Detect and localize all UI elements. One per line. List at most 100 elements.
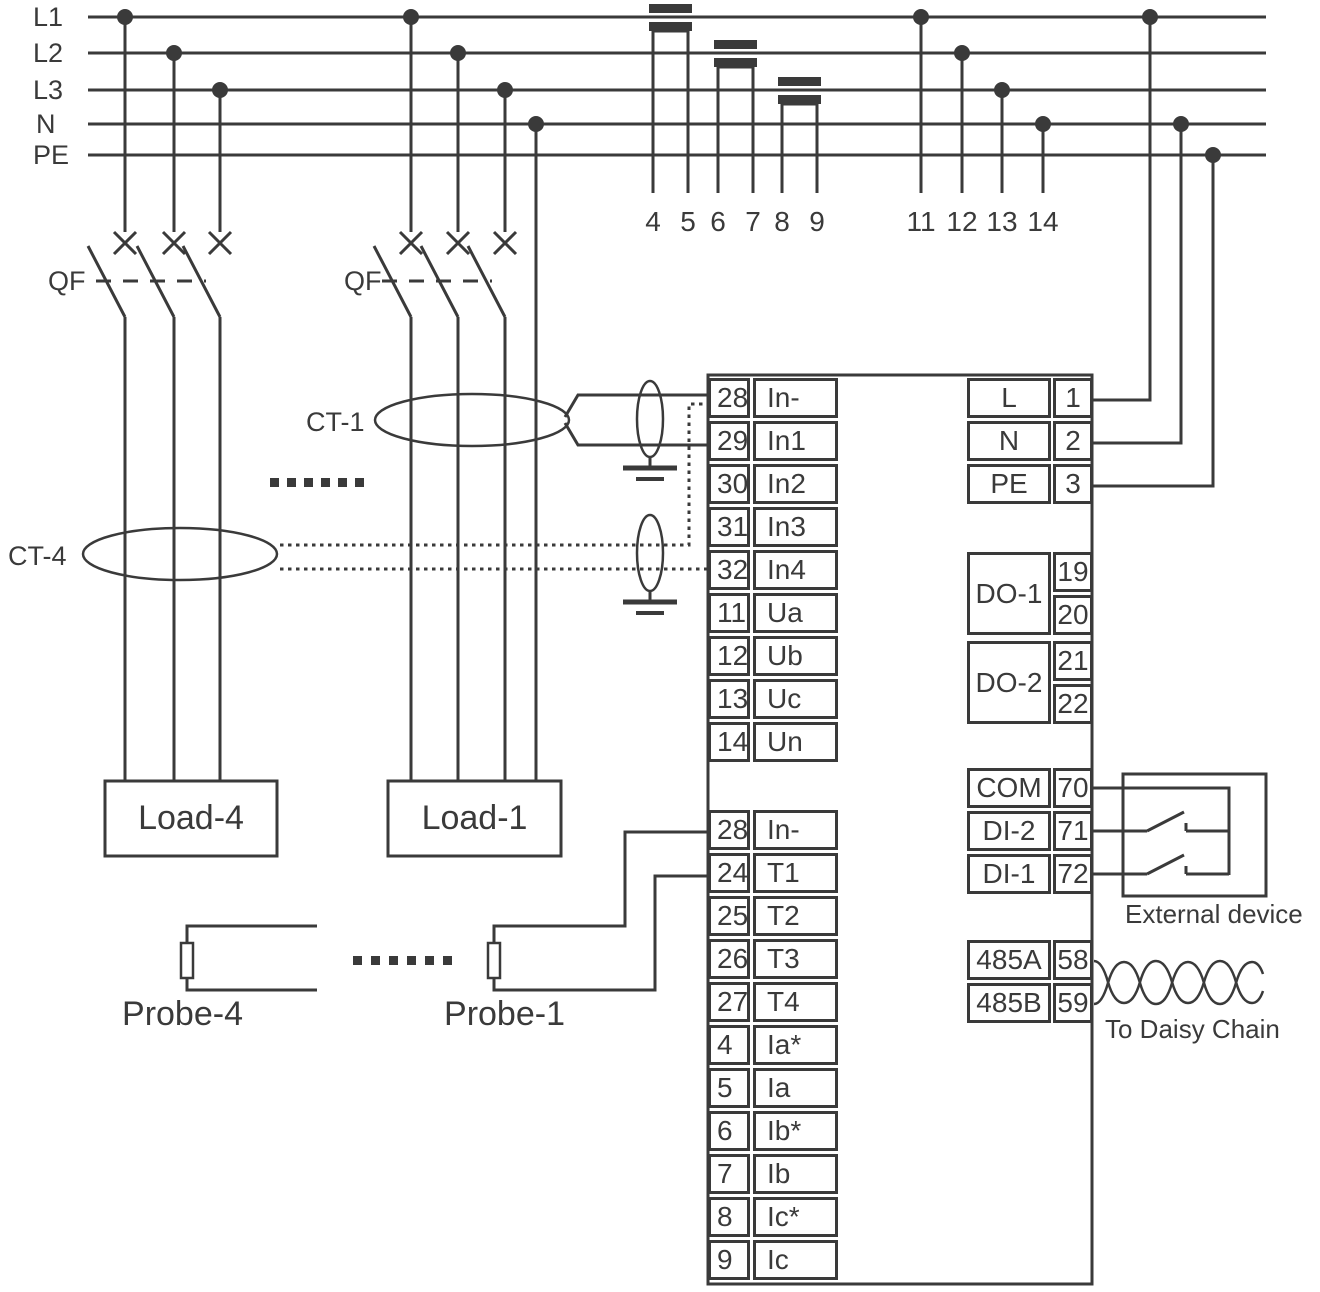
terminal-label: DI-1 — [967, 854, 1051, 894]
twisted-pair-icon — [1093, 959, 1265, 1006]
terminal-number: 20 — [1053, 595, 1093, 635]
load4-label: Load-4 — [138, 799, 244, 837]
top-terminal-number: 8 — [774, 206, 790, 237]
terminal-number: 2 — [1053, 421, 1093, 461]
terminal-label: COM — [967, 768, 1051, 808]
breaker-right-label: QF — [344, 266, 382, 296]
terminal-number: 32 — [708, 550, 750, 590]
branch-ellipsis — [270, 478, 364, 487]
terminal-label: Ic* — [753, 1197, 838, 1237]
top-terminal-number: 9 — [809, 206, 825, 237]
terminal-number: 29 — [708, 421, 750, 461]
terminal-row: 9 Ic — [708, 1240, 838, 1280]
load1-box — [386, 779, 563, 858]
terminal-row: 26 T3 — [708, 939, 838, 979]
bus-lines — [88, 15, 1266, 157]
terminal-label: Un — [753, 722, 838, 762]
bus-label-l3: L3 — [33, 75, 64, 105]
terminal-group-current: 28 In- 24 T1 25 T2 26 T3 27 T4 — [708, 810, 838, 1283]
terminal-number: 5 — [708, 1068, 750, 1108]
terminal-row: 32 In4 — [708, 550, 838, 590]
terminal-row: 13 Uc — [708, 679, 838, 719]
di-wiring — [1093, 772, 1268, 898]
terminal-number: 7 — [708, 1154, 750, 1194]
terminal-number: 31 — [708, 507, 750, 547]
terminal-row: 5 Ia — [708, 1068, 838, 1108]
terminal-label: 485A — [967, 940, 1051, 980]
terminal-row: 30 In2 — [708, 464, 838, 504]
terminal-row: DO-2 21 22 — [967, 641, 1093, 727]
load1-label: Load-1 — [421, 799, 528, 837]
terminal-row: 29 In1 — [708, 421, 838, 461]
terminal-group-power: L 1 N 2 PE 3 — [967, 378, 1093, 507]
terminal-label: T4 — [753, 982, 838, 1022]
breaker-right-icon — [372, 230, 518, 318]
top-terminal-number: 5 — [680, 206, 696, 237]
breaker-left-icon — [86, 230, 233, 318]
terminal-row: DI-1 72 — [967, 854, 1093, 894]
top-terminal-number: 6 — [710, 206, 726, 237]
top-terminal-number: 13 — [986, 206, 1018, 237]
terminal-row: 6 Ib* — [708, 1111, 838, 1151]
probe4-icon — [179, 924, 317, 992]
terminal-label: DO-1 — [967, 552, 1051, 635]
terminal-number: 25 — [708, 896, 750, 936]
bus-label-l1: L1 — [33, 2, 64, 32]
terminal-label: Ib — [753, 1154, 838, 1194]
terminal-number: 11 — [708, 593, 750, 633]
terminal-number: 26 — [708, 939, 750, 979]
terminal-row: DI-2 71 — [967, 811, 1093, 851]
terminal-number: 70 — [1053, 768, 1093, 808]
probe1-icon — [486, 830, 708, 992]
terminal-number: 71 — [1053, 811, 1093, 851]
terminal-row: 4 Ia* — [708, 1025, 838, 1065]
terminal-number: 4 — [708, 1025, 750, 1065]
terminal-label: In4 — [753, 550, 838, 590]
terminal-number: 72 — [1053, 854, 1093, 894]
ct1-label: CT-1 — [306, 407, 365, 437]
terminal-row: PE 3 — [967, 464, 1093, 504]
terminal-number: 58 — [1053, 940, 1093, 980]
terminal-number: 22 — [1053, 684, 1093, 724]
top-terminal-number: 14 — [1027, 206, 1059, 237]
terminal-row: COM 70 — [967, 768, 1093, 808]
terminal-row: L 1 — [967, 378, 1093, 418]
branch-left-drops — [123, 17, 222, 781]
shield-ellipse-icon — [635, 379, 665, 593]
load4-box — [103, 779, 279, 858]
ct1-ellipse — [373, 392, 571, 448]
bus-ct-clamps-icon — [649, 4, 821, 193]
ct4-label: CT-4 — [8, 541, 67, 571]
external-device-box — [1121, 772, 1268, 898]
junction-dots — [117, 9, 1221, 163]
breaker-left-label: QF — [48, 266, 86, 296]
branch-right-drops — [409, 17, 538, 781]
terminal-number: 59 — [1053, 983, 1093, 1023]
terminal-label: In- — [753, 810, 838, 850]
terminal-number: 1 — [1053, 378, 1093, 418]
terminal-row: 27 T4 — [708, 982, 838, 1022]
terminal-label: Ib* — [753, 1111, 838, 1151]
terminal-label: Ic — [753, 1240, 838, 1280]
terminal-row: 24 T1 — [708, 853, 838, 893]
terminal-label: L — [967, 378, 1051, 418]
terminal-label: Ub — [753, 636, 838, 676]
daisy-chain-label: To Daisy Chain — [1105, 1014, 1280, 1044]
terminal-number: 28 — [708, 810, 750, 850]
terminal-row: 8 Ic* — [708, 1197, 838, 1237]
ct4-ellipse — [81, 526, 279, 582]
terminal-row: 25 T2 — [708, 896, 838, 936]
terminal-label: 485B — [967, 983, 1051, 1023]
terminal-label: Ua — [753, 593, 838, 633]
terminal-number: 14 — [708, 722, 750, 762]
terminal-number: 12 — [708, 636, 750, 676]
supply-wires — [1093, 17, 1215, 488]
terminal-label: PE — [967, 464, 1051, 504]
terminal-row: 14 Un — [708, 722, 838, 762]
terminal-number: 28 — [708, 378, 750, 418]
terminal-number: 30 — [708, 464, 750, 504]
terminal-number: 21 — [1053, 641, 1093, 681]
probe1-label: Probe-1 — [444, 994, 565, 1033]
terminal-label: DI-2 — [967, 811, 1051, 851]
